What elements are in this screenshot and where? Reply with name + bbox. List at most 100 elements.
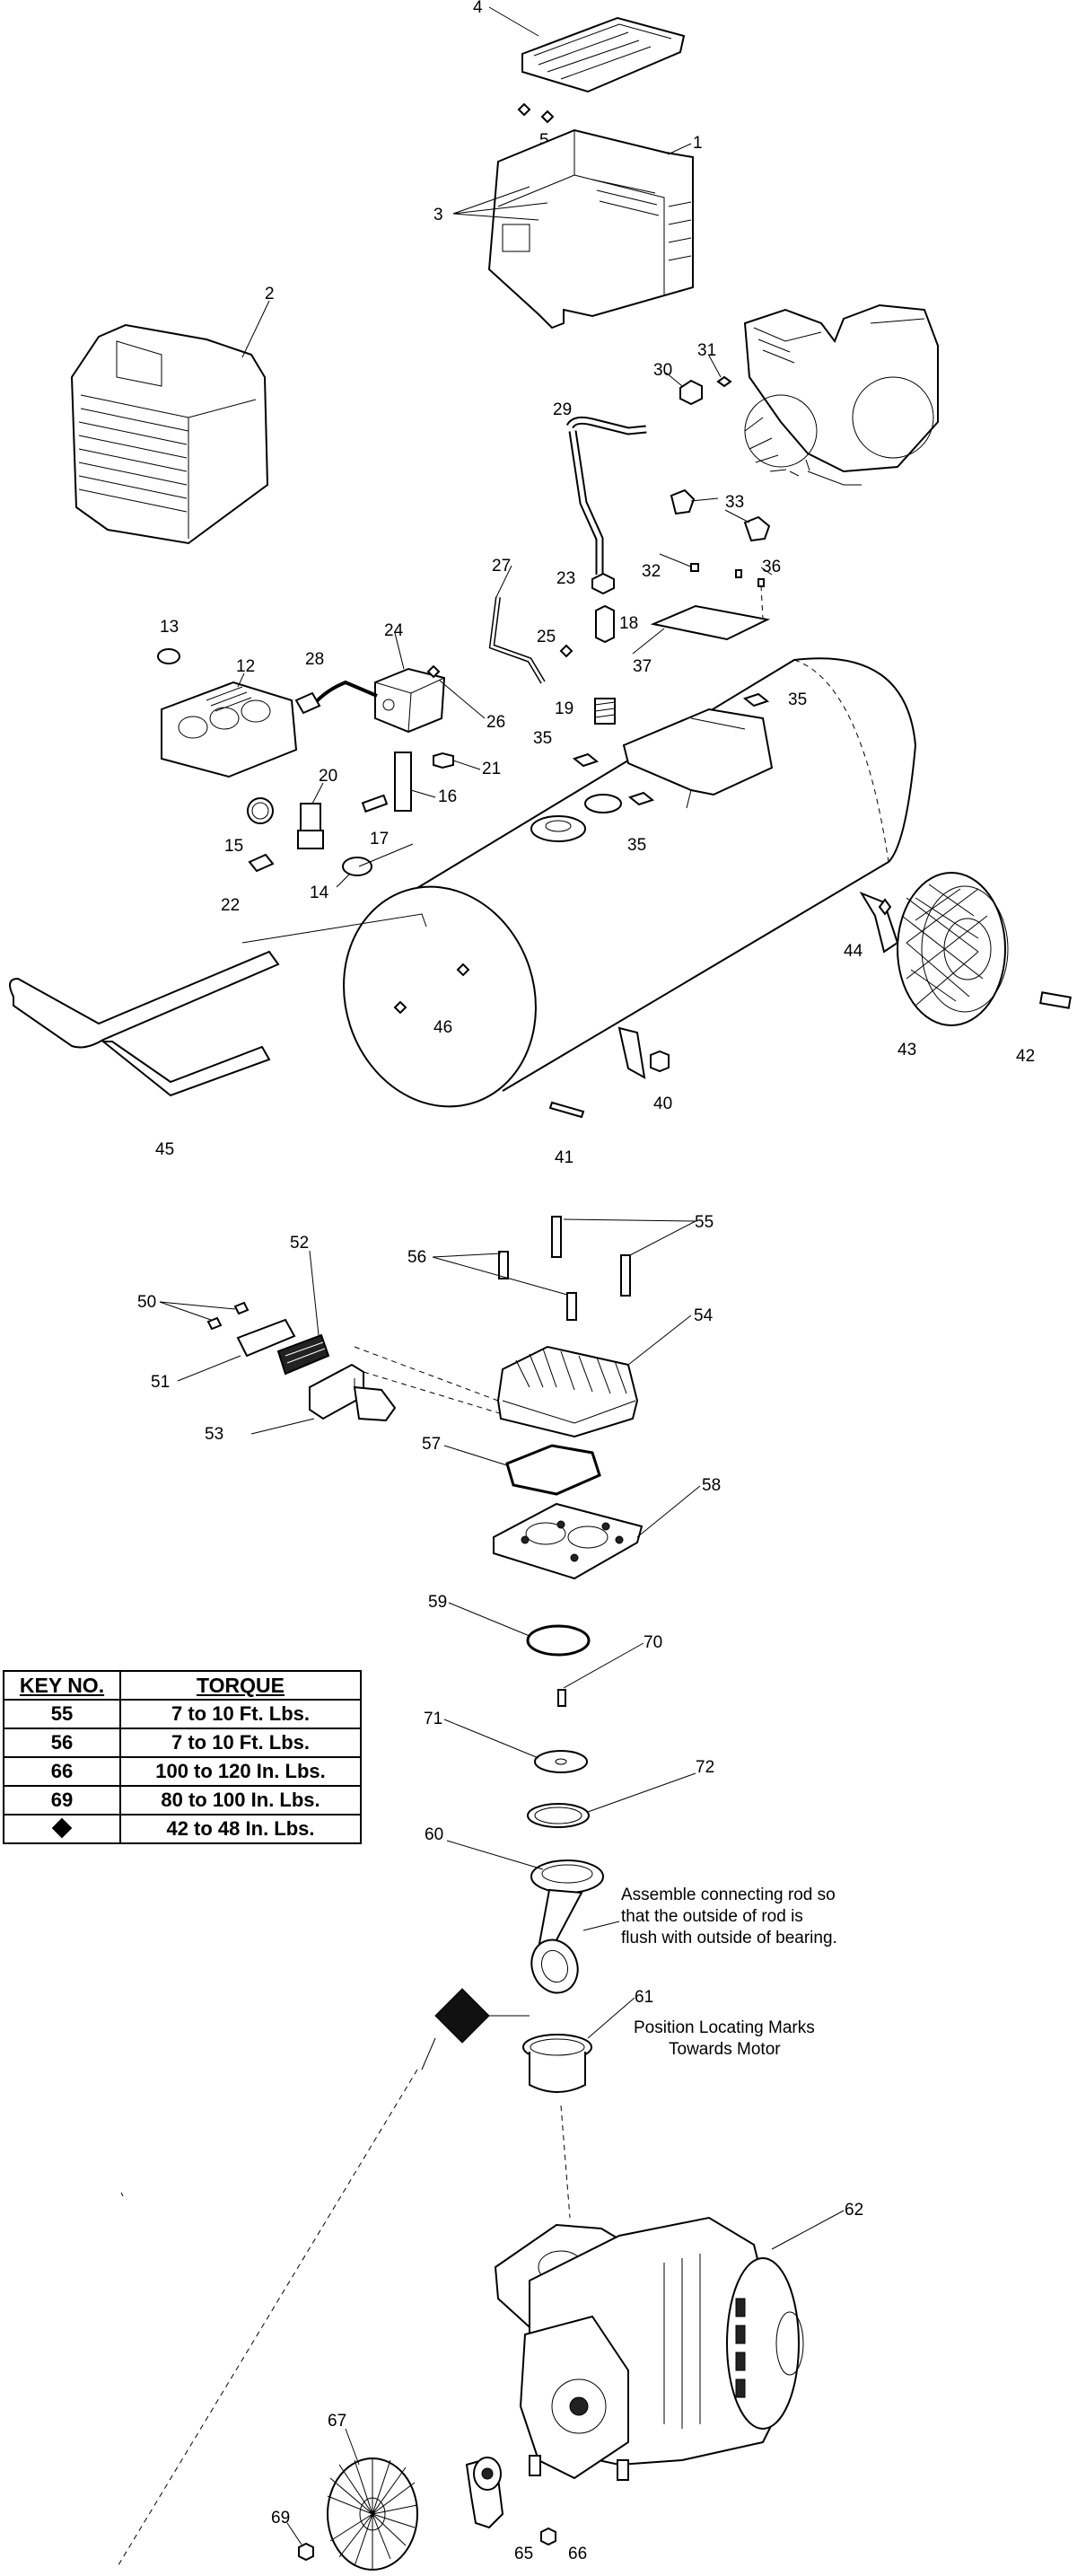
part-30-31-fittings <box>679 375 732 406</box>
callout-28: 28 <box>305 650 324 669</box>
callout-69: 69 <box>271 2509 290 2528</box>
torque-row-key: 56 <box>3 1728 121 1758</box>
torque-row-key: 66 <box>3 1756 121 1787</box>
part-23-18-fittings <box>591 572 615 644</box>
leader-33a <box>690 497 719 502</box>
callout-41: 41 <box>555 1148 574 1167</box>
leader-30 <box>665 372 683 387</box>
callout-32: 32 <box>642 562 661 581</box>
table-row: 55 7 to 10 Ft. Lbs. <box>3 1699 362 1729</box>
part-55-bolts <box>551 1216 631 1297</box>
part-54-cylinder-head <box>496 1345 639 1438</box>
part-58-valve-plate <box>493 1502 644 1580</box>
callout-35b: 35 <box>627 836 646 855</box>
callout-58: 58 <box>702 1476 721 1495</box>
callout-55: 55 <box>695 1213 714 1232</box>
note-connecting-rod-line-1: Assemble connecting rod so <box>621 1886 836 1904</box>
part-33-clamps <box>670 488 771 542</box>
table-row: 42 to 48 In. Lbs. <box>3 1814 362 1844</box>
leader-3b <box>452 202 548 215</box>
callout-12: 12 <box>236 657 255 676</box>
part-61-bearing <box>522 2034 592 2093</box>
callout-17: 17 <box>370 830 389 848</box>
part-4-cover-lid <box>521 16 686 93</box>
leader-4 <box>488 6 539 37</box>
callout-35a: 35 <box>533 729 552 748</box>
part-67-fan <box>327 2457 418 2571</box>
part-24-pressure-switch <box>374 667 446 734</box>
callout-25: 25 <box>537 628 556 646</box>
torque-table: KEY NO. TORQUE 55 7 to 10 Ft. Lbs. 56 7 … <box>3 1670 362 1844</box>
note-connecting-rod-line-3: flush with outside of bearing. <box>621 1929 837 1947</box>
note-connecting-rod-line-2: that the outside of rod is <box>621 1907 803 1926</box>
callout-21: 21 <box>482 760 501 778</box>
part-45-handle <box>9 913 427 1097</box>
table-row: 66 100 to 120 In. Lbs. <box>3 1756 362 1787</box>
torque-diamond-symbol <box>434 1988 490 2044</box>
torque-row-value: 7 to 10 Ft. Lbs. <box>119 1728 362 1758</box>
callout-29: 29 <box>553 400 572 419</box>
callout-60: 60 <box>425 1825 443 1844</box>
part-65-eccentric <box>465 2457 504 2529</box>
callout-27: 27 <box>492 557 511 576</box>
callout-61: 61 <box>635 1988 653 2007</box>
callout-62: 62 <box>845 2201 863 2220</box>
callout-65: 65 <box>514 2545 533 2563</box>
callout-72: 72 <box>696 1758 714 1777</box>
callout-30: 30 <box>653 361 672 380</box>
callout-56: 56 <box>407 1248 426 1267</box>
callout-18: 18 <box>619 614 638 633</box>
callout-5: 5 <box>539 131 549 150</box>
callout-24: 24 <box>384 621 404 640</box>
leader-31 <box>708 355 722 378</box>
part-43-wheel <box>897 872 1009 1026</box>
callout-43: 43 <box>898 1041 916 1059</box>
part-20-regulator <box>297 803 324 849</box>
callout-44: 44 <box>844 942 863 961</box>
torque-table-header-key: KEY NO. <box>3 1670 121 1701</box>
leader-32 <box>659 553 694 568</box>
callout-70: 70 <box>644 1633 662 1652</box>
note-locating-marks-line-2: Towards Motor <box>669 2040 781 2059</box>
callout-1: 1 <box>693 134 703 153</box>
part-50-screws <box>206 1301 250 1331</box>
callout-71: 71 <box>424 1710 442 1728</box>
callout-45: 45 <box>155 1140 174 1159</box>
callout-37: 37 <box>633 657 652 676</box>
leader-3a <box>452 186 530 215</box>
tank-feet <box>617 891 899 1079</box>
torque-table-header-torque: TORQUE <box>119 1670 362 1701</box>
callout-54: 54 <box>694 1306 714 1325</box>
part-5-screws <box>517 102 555 124</box>
callout-4: 4 <box>473 0 483 17</box>
torque-row-value: 7 to 10 Ft. Lbs. <box>119 1699 362 1729</box>
tank <box>343 657 917 1108</box>
callout-42: 42 <box>1016 1047 1035 1066</box>
leader-1 <box>667 143 692 155</box>
callout-23: 23 <box>556 569 575 588</box>
leader-3c <box>452 213 539 221</box>
torque-row-value: 80 to 100 In. Lbs. <box>119 1785 362 1816</box>
part-62-motor <box>494 2216 804 2481</box>
callout-14: 14 <box>310 884 329 902</box>
table-row: 69 80 to 100 In. Lbs. <box>3 1785 362 1816</box>
callout-19: 19 <box>555 699 574 718</box>
callout-2: 2 <box>265 285 275 303</box>
callout-20: 20 <box>319 767 337 786</box>
callout-22: 22 <box>221 896 240 915</box>
part-19-check-valve <box>594 698 616 725</box>
callout-53: 53 <box>205 1425 223 1444</box>
callout-36: 36 <box>762 558 781 576</box>
callout-59: 59 <box>428 1593 447 1612</box>
leader-33b <box>724 509 750 523</box>
callout-35c: 35 <box>788 690 807 709</box>
part-60-connecting-rod <box>530 1859 604 1994</box>
torque-table-header-row: KEY NO. TORQUE <box>3 1670 362 1701</box>
callout-51: 51 <box>151 1373 170 1392</box>
leader-37 <box>632 628 665 655</box>
callout-26: 26 <box>486 713 505 732</box>
callout-57: 57 <box>422 1435 441 1454</box>
callout-46: 46 <box>433 1018 452 1037</box>
callout-31: 31 <box>697 341 716 360</box>
part-56-bolts <box>498 1251 577 1321</box>
